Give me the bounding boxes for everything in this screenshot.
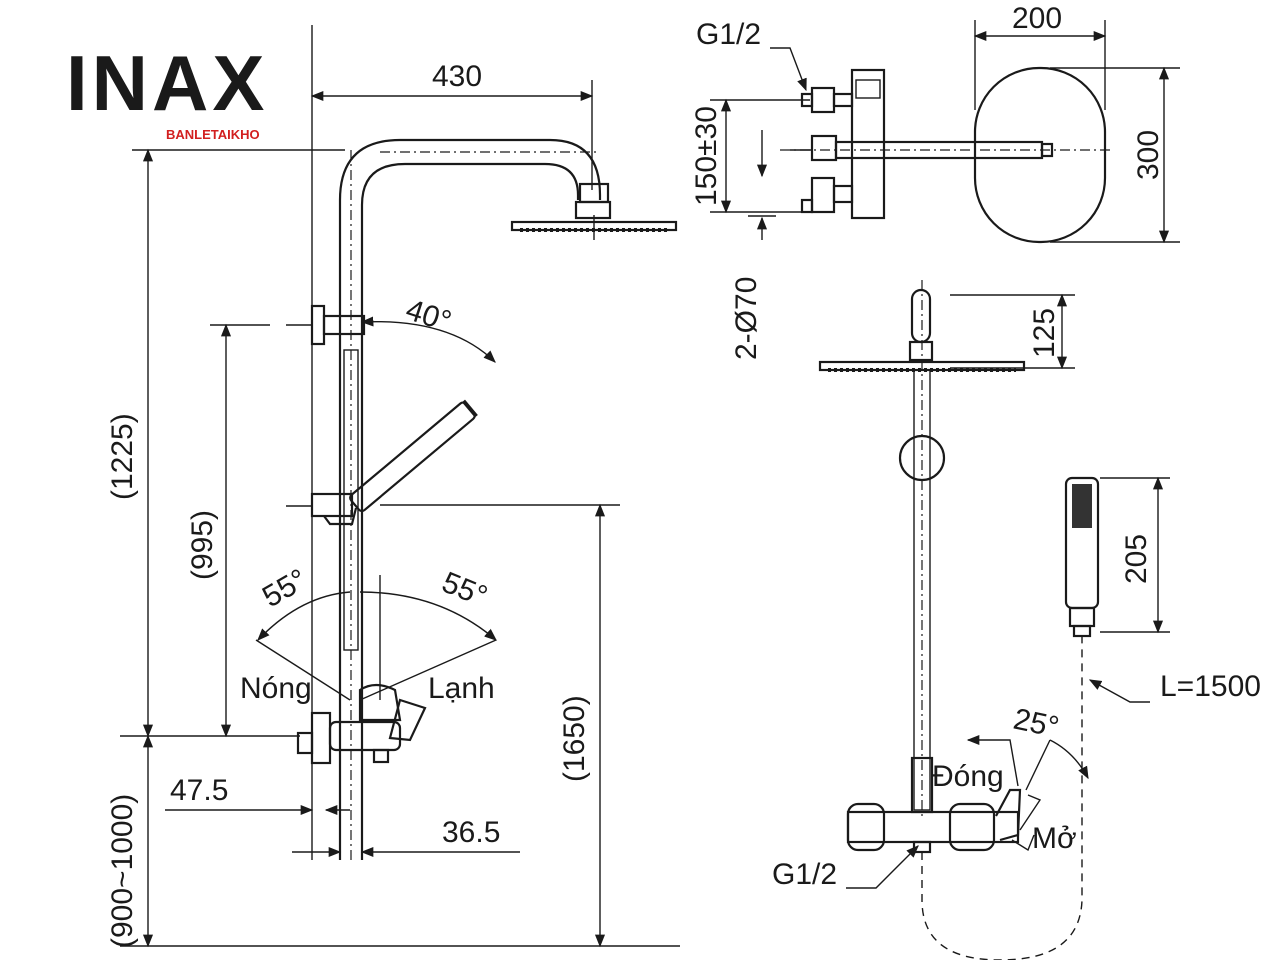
dim-width: 430 — [432, 60, 482, 93]
label-hot: Nóng — [240, 672, 312, 705]
rain-head-top — [973, 66, 1107, 244]
hose — [921, 630, 1083, 960]
dim-head-depth: 300 — [1132, 130, 1165, 180]
front-view: 125 205 L=1500 25° Đóng Mở G1/2 — [772, 280, 1261, 960]
mixer-front-body — [846, 810, 1020, 844]
dim-offset-wall: 47.5 — [170, 774, 228, 807]
logo-subtitle: BANLETAIKHO — [166, 127, 260, 142]
front-thread: G1/2 — [772, 858, 837, 891]
angle-arc-25 — [1049, 739, 1089, 780]
mixer-top-body — [850, 68, 886, 220]
label-open: Mở — [1032, 822, 1077, 855]
mixer-side — [296, 683, 427, 765]
hose-length: L=1500 — [1160, 670, 1261, 703]
dim-head-width: 200 — [1012, 2, 1062, 35]
front-top-cap — [910, 288, 932, 344]
label-cold: Lạnh — [428, 672, 495, 705]
lever — [995, 788, 1022, 842]
brand-logo: INAX BANLETAIKHO — [66, 39, 268, 142]
dim-offset-bar: 36.5 — [442, 816, 500, 849]
front-bracket — [898, 434, 946, 482]
dim-head-top: 125 — [1028, 308, 1061, 358]
leader-hose — [1088, 679, 1150, 703]
dim-mixer-height: (900~1000) — [106, 794, 139, 948]
hand-shower-side — [349, 399, 478, 513]
angle-hand: 40° — [402, 293, 455, 338]
arm-joint — [578, 182, 610, 204]
angle-right: 55° — [437, 566, 491, 614]
holder — [310, 492, 354, 518]
top-thread: G1/2 — [696, 18, 761, 51]
dim-total-height: (1225) — [106, 413, 139, 500]
top-bracket — [310, 304, 326, 346]
angle-left: 55° — [257, 563, 313, 614]
dim-holes: 2-Ø70 — [730, 277, 763, 360]
logo-text: INAX — [66, 39, 268, 127]
angle-arc-40 — [360, 316, 496, 363]
dim-slide-bar: (995) — [186, 510, 219, 580]
dim-centers: 150±30 — [690, 106, 723, 206]
riser-pipe-outer — [338, 138, 602, 860]
angle-lever: 25° — [1011, 703, 1062, 745]
side-view: 430 (1225) (995) (900~1000) (1650) 47.5 … — [106, 25, 680, 948]
dim-hand-shower: 205 — [1120, 534, 1153, 584]
riser-pipe-inner — [360, 162, 580, 860]
slide-bar — [343, 349, 359, 651]
angle-arc-right — [359, 591, 497, 641]
angle-arc-left — [257, 591, 351, 641]
dim-hand-height: (1650) — [558, 695, 591, 782]
label-close: Đóng — [932, 760, 1004, 793]
top-view: G1/2 150±30 2-Ø70 200 — [690, 2, 1180, 360]
